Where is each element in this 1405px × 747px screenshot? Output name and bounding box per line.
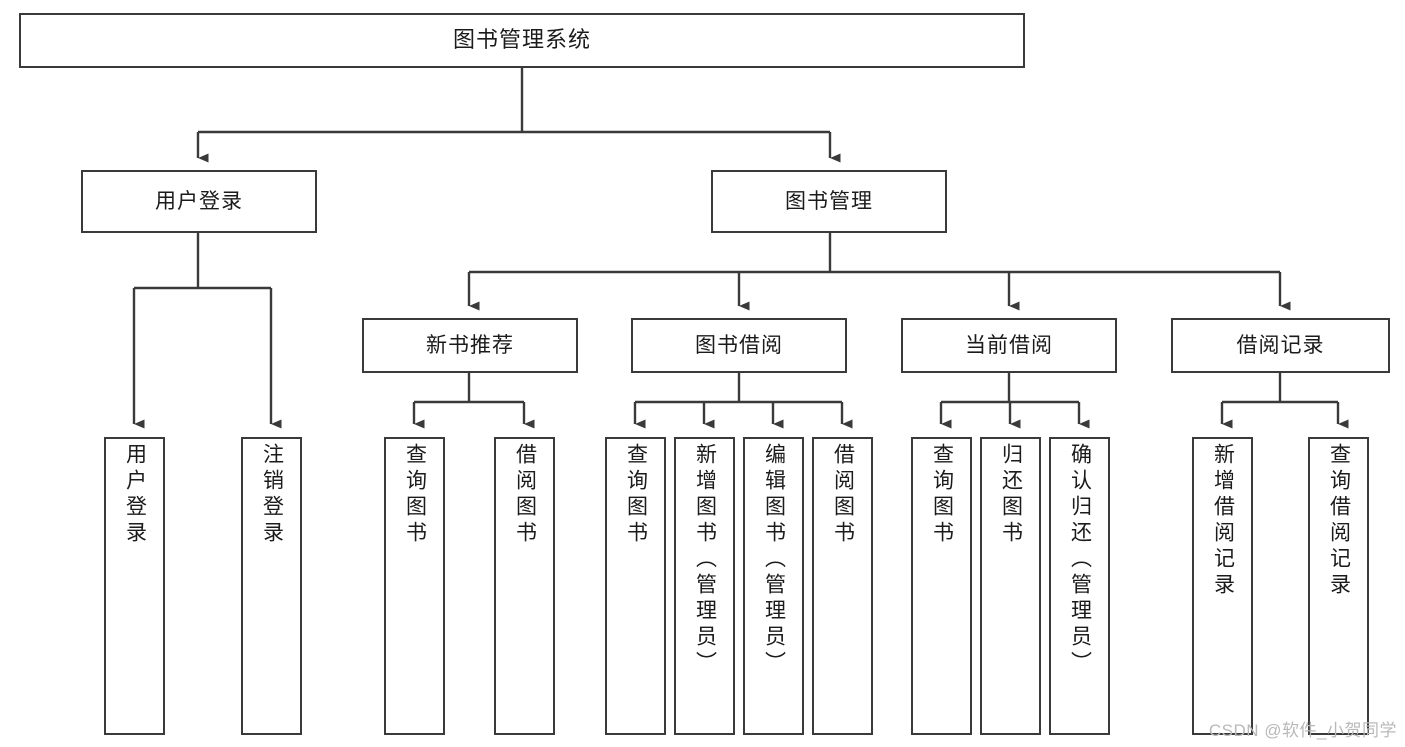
node-leaf-query-book-2[interactable]: 查询图书 [605, 437, 666, 735]
node-leaf-query-book-1[interactable]: 查询图书 [384, 437, 445, 735]
node-borrow-record[interactable]: 借阅记录 [1171, 318, 1390, 373]
node-book-borrow[interactable]: 图书借阅 [631, 318, 847, 373]
node-label: 借阅图书 [831, 443, 855, 547]
node-leaf-borrow-book-2[interactable]: 借阅图书 [812, 437, 873, 735]
node-label: 查询借阅记录 [1327, 443, 1351, 599]
node-label: 新增图书（管理员） [693, 443, 717, 677]
node-label: 注销登录 [260, 443, 284, 547]
node-label: 用户登录 [155, 189, 243, 213]
node-leaf-query-record[interactable]: 查询借阅记录 [1308, 437, 1369, 735]
node-label: 借阅记录 [1236, 333, 1325, 357]
node-book-management-system[interactable]: 图书管理系统 [19, 13, 1025, 68]
node-leaf-user-login[interactable]: 用户登录 [104, 437, 165, 735]
node-label: 新增借阅记录 [1211, 443, 1235, 599]
node-label: 确认归还（管理员） [1068, 443, 1092, 677]
node-label: 用户登录 [123, 443, 147, 547]
node-leaf-return-book[interactable]: 归还图书 [980, 437, 1041, 735]
node-user-login[interactable]: 用户登录 [81, 170, 317, 233]
node-current-borrow[interactable]: 当前借阅 [901, 318, 1117, 373]
node-leaf-add-book[interactable]: 新增图书（管理员） [674, 437, 735, 735]
node-label: 编辑图书（管理员） [762, 443, 786, 677]
node-label: 当前借阅 [965, 333, 1053, 357]
node-book-manage[interactable]: 图书管理 [711, 170, 947, 233]
node-new-book-recommend[interactable]: 新书推荐 [362, 318, 578, 373]
node-leaf-confirm-return[interactable]: 确认归还（管理员） [1049, 437, 1110, 735]
watermark: CSDN @软件_小贺同学 [1208, 721, 1397, 740]
node-leaf-edit-book[interactable]: 编辑图书（管理员） [743, 437, 804, 735]
node-label: 图书管理 [785, 189, 873, 213]
node-label: 借阅图书 [513, 443, 537, 547]
node-leaf-user-logout[interactable]: 注销登录 [241, 437, 302, 735]
node-label: 查询图书 [624, 443, 648, 547]
node-leaf-add-record[interactable]: 新增借阅记录 [1192, 437, 1253, 735]
node-leaf-borrow-book-1[interactable]: 借阅图书 [494, 437, 555, 735]
node-label: 新书推荐 [426, 333, 514, 357]
node-label: 图书管理系统 [452, 27, 591, 53]
node-label: 归还图书 [999, 443, 1023, 547]
node-label: 查询图书 [403, 443, 427, 547]
node-label: 查询图书 [930, 443, 954, 547]
node-label: 图书借阅 [695, 333, 783, 357]
node-leaf-query-book-3[interactable]: 查询图书 [911, 437, 972, 735]
